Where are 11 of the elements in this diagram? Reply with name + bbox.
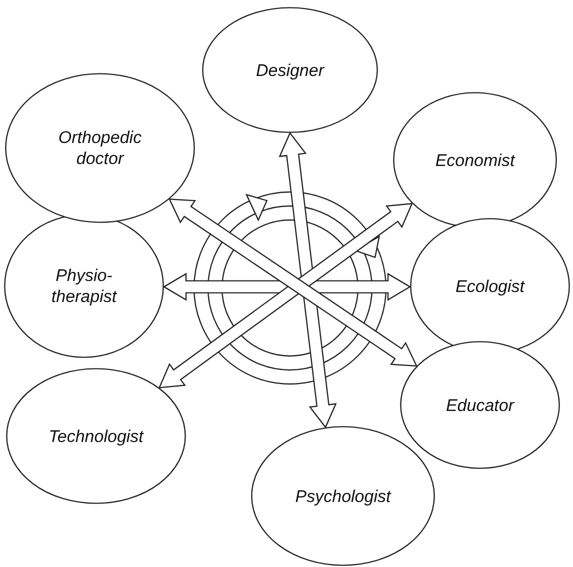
node-label: Designer xyxy=(256,60,324,80)
node-label: Technologist xyxy=(48,426,144,446)
node-label: Educator xyxy=(446,394,514,416)
node-label: Orthopedic doctor xyxy=(57,127,143,169)
double-arrow xyxy=(158,202,413,388)
node-label: Psychologist xyxy=(295,486,391,506)
node-label: Ecologist xyxy=(456,276,524,296)
node-label: Physio- therapist xyxy=(50,265,118,307)
double-arrow xyxy=(278,132,337,428)
node-label: Economist xyxy=(435,150,515,170)
double-arrow xyxy=(168,198,418,367)
